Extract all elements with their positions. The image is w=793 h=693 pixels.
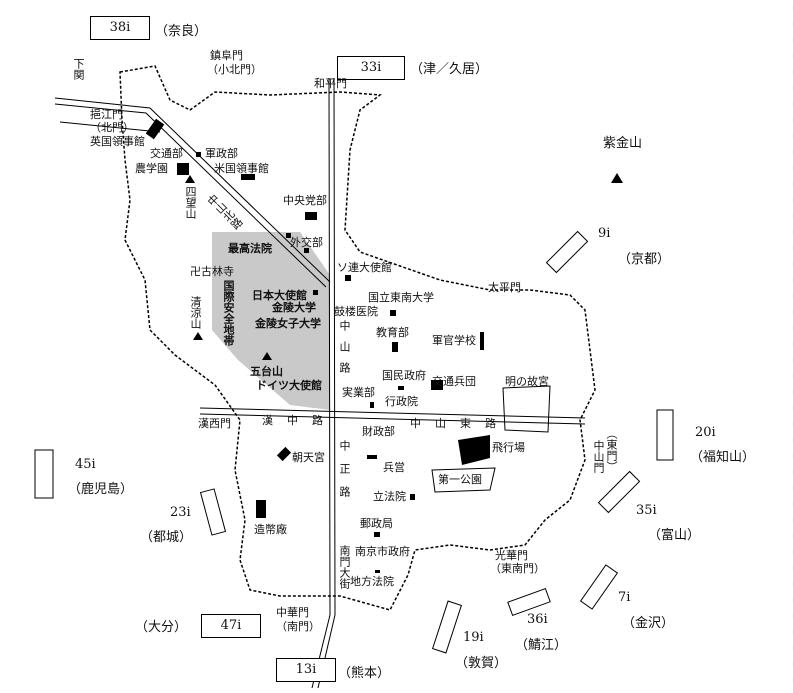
label-guanghua-gate: 光華門 [495,549,528,562]
label-southeast-univ: 国立東南大学 [368,291,434,304]
label-district-court: 地方法院 [350,575,394,588]
unit-7i-origin: （金沢） [622,616,675,631]
unit-9i: 9i [598,226,611,241]
label-xiaguan: 下関 [72,58,85,80]
unit-23i-origin: （都城） [140,530,193,545]
unit-13i-box: 13i [276,658,336,682]
unit-19i: 19i [463,630,484,645]
label-chaotian: 朝天宮 [292,451,325,464]
label-zhongshan-gate: 中山門 [592,440,605,473]
unit-33i-origin: （津／久居） [410,62,489,77]
label-soviet-embassy: ソ連大使館 [337,261,392,274]
label-zhenfu-alt: （小北門） [207,63,262,76]
label-zhongshan-alt: （東門） [605,428,618,472]
label-germany-embassy: ドイツ大使館 [256,379,322,392]
road-nanmen: 南門大街 [338,545,351,589]
label-yijiang-alt: （北門） [90,121,134,134]
unit-47i-origin: （大分） [135,620,188,635]
label-sishan: 四望山 [184,186,197,219]
label-transport-ministry: 交通部 [150,147,183,160]
unit-38i-box: 38i [90,16,150,40]
label-jinling-womens: 金陵女子大学 [255,317,321,330]
unit-38i-origin: （奈良） [155,24,208,39]
label-education: 教育部 [376,326,409,339]
label-hanxi-gate: 漢西門 [198,417,231,430]
road-hanzhong: 漢中路 [262,414,337,427]
buildings [145,118,623,573]
unit-45i-origin: （鹿児島） [68,482,134,497]
safety-zone-shading [212,232,330,410]
ming-palace-outline [502,385,551,433]
label-central-party: 中央党部 [283,194,327,207]
label-agri-garden: 農学園 [135,162,168,175]
label-yijiang-gate: 挹江門 [90,108,123,121]
label-legislative: 立法院 [373,490,406,503]
label-barracks: 兵営 [383,461,405,474]
label-industry: 実業部 [342,386,375,399]
unit-19i-origin: （敦賀） [455,656,508,671]
unit-36i: 36i [527,612,548,627]
label-ming-palace: 明の故宮 [505,375,549,388]
label-zhenfu-gate: 鎮阜門 [210,49,243,62]
label-executive-yuan: 行政院 [385,395,418,408]
label-foreign-ministry: 外交部 [290,236,323,249]
label-supreme-court: 最高法院 [228,242,272,255]
city-wall [119,65,596,611]
label-finance: 財政部 [362,425,395,438]
unit-45i: 45i [75,457,96,472]
unit-13i-origin: （熊本） [338,666,391,681]
road-zhongzheng: 中正路 [338,440,351,509]
label-guanghua-alt: （東南門） [490,562,545,575]
label-us-consulate: 米国領事館 [214,162,269,175]
unit-23i: 23i [170,505,191,520]
label-qingliang: 清涼山 [189,296,202,329]
unit-36i-origin: （鯖江） [515,638,568,653]
unit-boxes [34,230,674,654]
unit-9i-origin: （京都） [618,252,671,267]
unit-35i: 35i [636,503,657,518]
label-military-ministry: 軍政部 [205,147,238,160]
unit-20i-origin: （福知山） [690,450,756,465]
road-zhongshan-east: 中山東路 [410,417,510,430]
label-gulou-hospital: 鼓楼医院 [334,305,378,318]
label-first-park: 第一公園 [438,473,482,486]
label-japan-embassy: 日本大使館 [252,289,307,302]
park-outline [431,467,496,493]
label-mint: 造幣廠 [254,523,287,536]
label-zhonghua-gate: 中華門 [276,606,309,619]
road-zhongshan: 中山路 [338,320,351,383]
unit-20i: 20i [695,425,716,440]
label-national-govt: 国民政府 [382,369,426,382]
label-taiping-gate: 太平門 [488,281,521,294]
label-transport-corps: 交通兵団 [432,375,476,388]
unit-47i-box: 47i [201,614,261,638]
label-zhonghua-alt: （南門） [276,620,320,633]
label-post-office: 郵政局 [360,517,393,530]
label-safety-zone: 国際安全地帯 [222,280,235,346]
unit-7i: 7i [618,590,631,605]
unit-35i-origin: （富山） [648,528,701,543]
label-wutai: 五台山 [250,365,283,378]
label-heping-gate: 和平門 [314,77,347,90]
label-gulin-temple: 卍古林寺 [190,265,234,278]
label-british-consulate: 英国領事館 [90,135,145,148]
label-airfield: 飛行場 [492,441,525,454]
label-city-govt: 南京市政府 [355,545,410,558]
label-officer-school: 軍官学校 [432,334,476,347]
label-jinling-univ: 金陵大学 [272,301,316,314]
label-zijinshan: 紫金山 [603,136,643,151]
unit-33i-box: 33i [337,56,405,80]
